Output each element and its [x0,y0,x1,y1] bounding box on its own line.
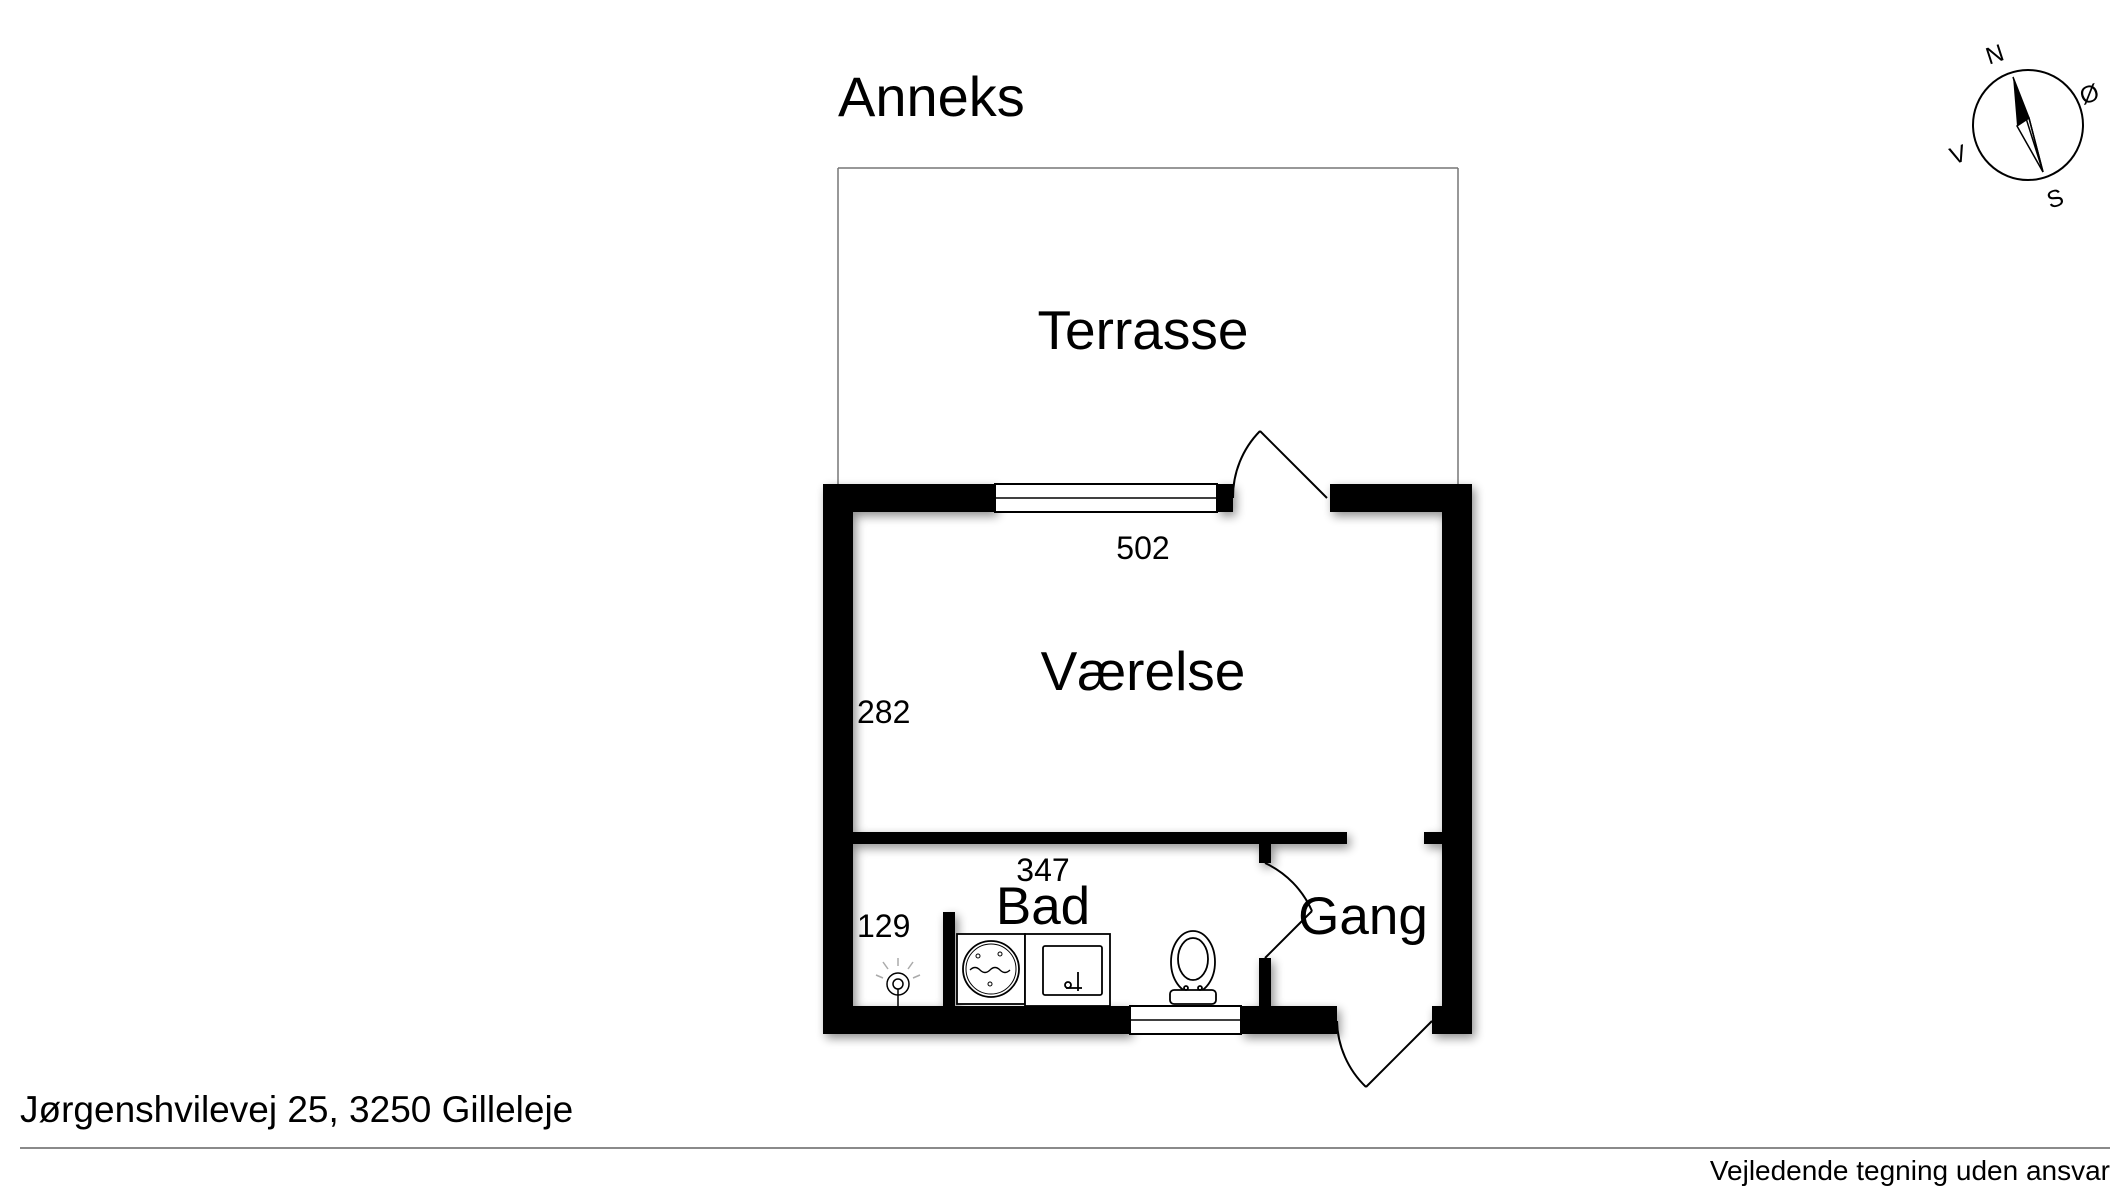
door-terrace [1231,430,1328,499]
terrace-area [837,167,1459,484]
footer-disclaimer: Vejledende tegning uden ansvar [1709,1155,2110,1186]
room-label-gang: Gang [1298,887,1428,946]
dimension-vaerelse-width: 502 [1116,530,1169,566]
window-bottom [1129,1005,1242,1035]
dimension-bad-depth: 129 [857,908,910,944]
compass-icon: N Ø S V [1946,39,2102,214]
walls [823,484,1472,1034]
toilet-icon [1169,930,1217,1005]
compass-south: S [2043,184,2067,215]
sink-icon [1024,933,1111,1007]
footer-divider [20,1147,2110,1149]
door-entrance [1336,1020,1433,1088]
floor-drain-icon [875,958,921,1006]
compass-west: V [1946,140,1970,171]
door-bath [1264,862,1313,959]
compass-north: N [1982,39,2007,70]
dimension-vaerelse-depth: 282 [857,694,910,730]
room-label-vaerelse: Værelse [1041,640,1246,702]
room-label-terrasse: Terrasse [1038,299,1249,361]
plan-title: Anneks [838,65,1025,128]
dimension-bad-width: 347 [1016,852,1069,888]
room-label-bad: Bad [996,877,1090,936]
washing-machine-icon [956,933,1026,1005]
window-top [994,483,1218,513]
footer-address: Jørgenshvilevej 25, 3250 Gilleleje [20,1089,574,1130]
